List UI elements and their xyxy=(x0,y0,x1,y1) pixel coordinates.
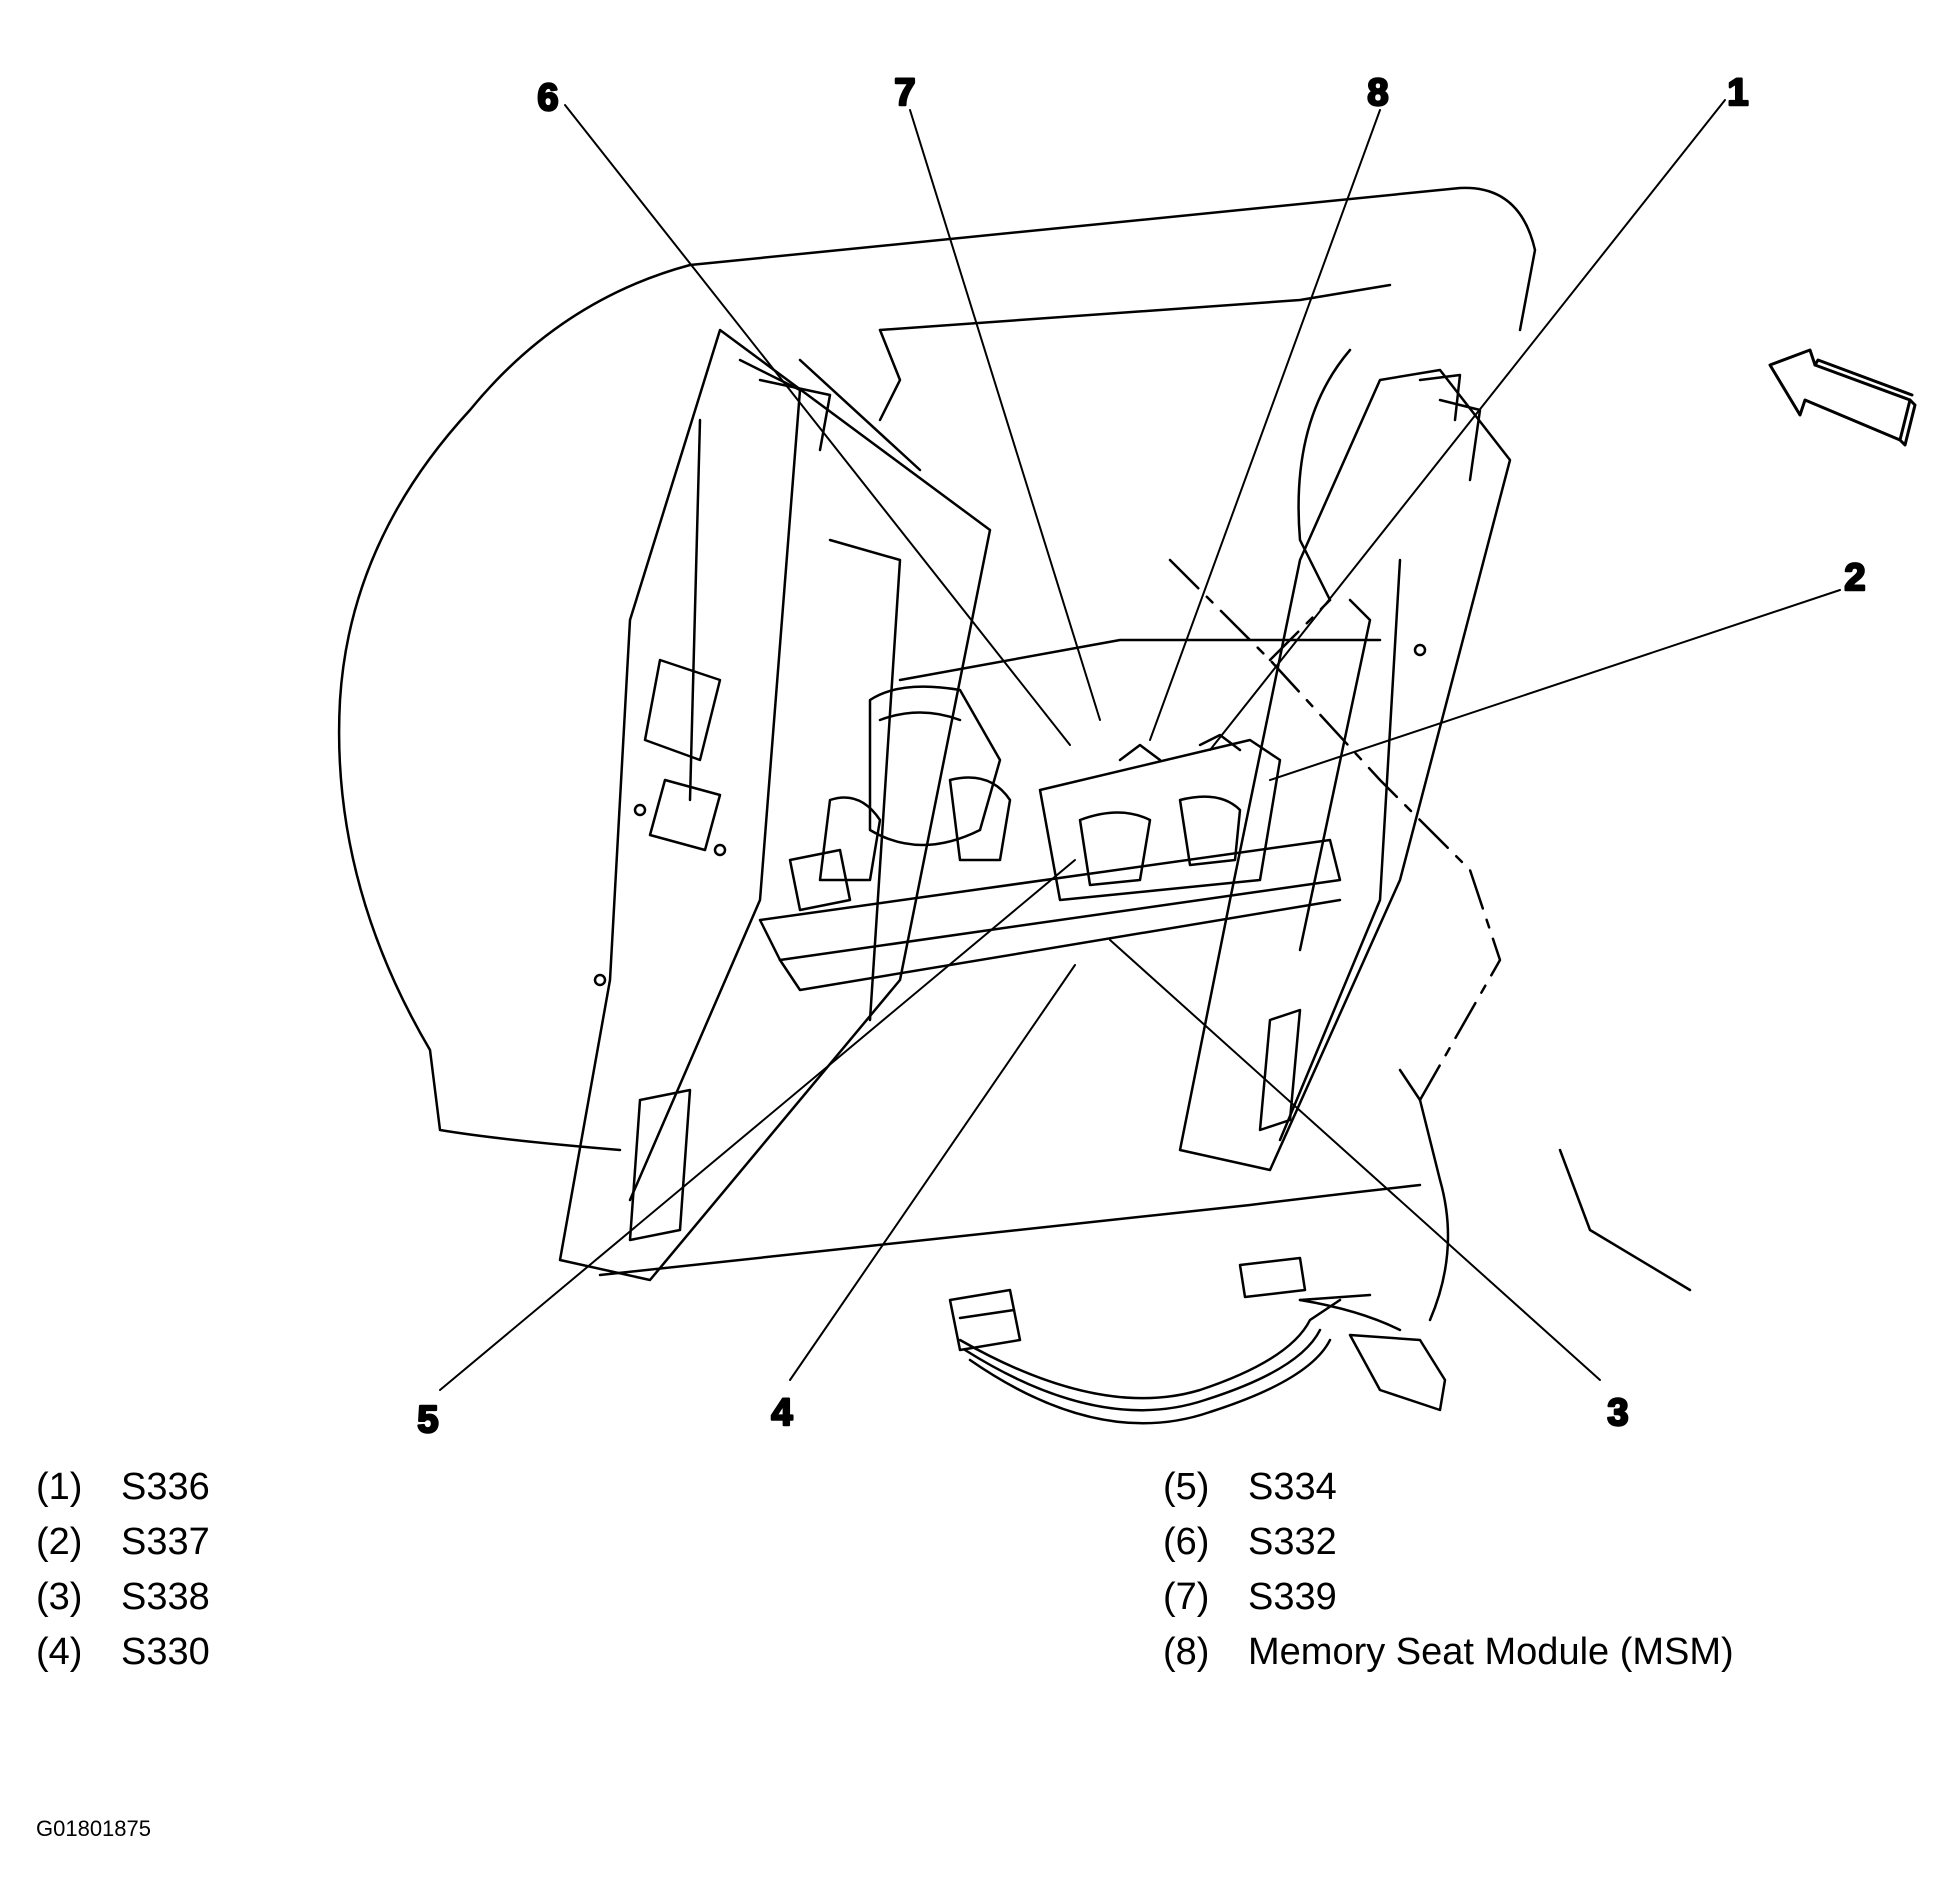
callout-3: 3 xyxy=(1607,1392,1628,1434)
legend-item-label: S330 xyxy=(121,1631,210,1673)
seat-wiring-diagram: 6 7 8 1 2 5 4 3 xyxy=(337,71,1917,1442)
left-seat-track xyxy=(558,328,992,1282)
memory-seat-module xyxy=(758,733,1342,992)
legend-item-number: (4) xyxy=(36,1631,83,1673)
leader-6 xyxy=(564,104,1071,746)
legend-item-number: (6) xyxy=(1163,1521,1210,1563)
callout-2: 2 xyxy=(1844,557,1865,599)
legend-item-label: S332 xyxy=(1248,1521,1337,1563)
connector-bracket xyxy=(1348,1333,1447,1412)
front-direction-arrow-icon xyxy=(1768,348,1917,447)
legend-item: (7) S339 xyxy=(1163,1570,1734,1625)
legend-item-label: S336 xyxy=(121,1466,210,1508)
legend-item-number: (7) xyxy=(1163,1576,1210,1618)
callout-1: 1 xyxy=(1727,72,1748,114)
legend-item-label: S337 xyxy=(121,1521,210,1563)
legend-item: (3) S338 xyxy=(36,1570,210,1625)
callout-7: 7 xyxy=(894,72,915,114)
legend-item-label: S334 xyxy=(1248,1466,1337,1508)
legend-item: (2) S337 xyxy=(36,1515,210,1570)
figure-id: G01801875 xyxy=(36,1816,151,1841)
legend-item: (4) S330 xyxy=(36,1625,210,1680)
callout-8: 8 xyxy=(1367,72,1388,114)
callout-5: 5 xyxy=(417,1399,438,1441)
leader-2 xyxy=(1269,589,1841,781)
leader-4 xyxy=(789,964,1076,1381)
legend-item: (6) S332 xyxy=(1163,1515,1734,1570)
seat-adjuster-motors xyxy=(788,638,1382,912)
legend-item: (1) S336 xyxy=(36,1460,210,1515)
legend-right-column: (5) S334 (6) S332 (7) S339 (8) Memory Se… xyxy=(1163,1460,1734,1680)
legend-item-number: (2) xyxy=(36,1521,83,1563)
legend-item-label: S338 xyxy=(121,1576,210,1618)
callout-leader-lines xyxy=(439,99,1841,1391)
callout-6: 6 xyxy=(537,77,558,119)
legend-item: (5) S334 xyxy=(1163,1460,1734,1515)
legend-left-column: (1) S336 (2) S337 (3) S338 (4) S330 xyxy=(36,1460,210,1680)
legend-item-number: (8) xyxy=(1163,1631,1210,1673)
legend-item: (8) Memory Seat Module (MSM) xyxy=(1163,1625,1734,1680)
leader-1 xyxy=(1209,99,1726,751)
legend-item-label: S339 xyxy=(1248,1576,1337,1618)
legend-item-number: (3) xyxy=(36,1576,83,1618)
leader-5 xyxy=(439,859,1076,1391)
leader-7 xyxy=(909,109,1101,721)
legend-item-label: Memory Seat Module (MSM) xyxy=(1248,1631,1734,1673)
connector-left xyxy=(948,1288,1022,1352)
wiring-harness xyxy=(958,1068,1450,1425)
legend-item-number: (5) xyxy=(1163,1466,1210,1508)
leader-3 xyxy=(1109,939,1601,1381)
callout-4: 4 xyxy=(771,1392,792,1434)
leader-8 xyxy=(1149,109,1381,741)
module-phantom-outline xyxy=(1168,558,1502,1102)
legend-item-number: (1) xyxy=(36,1466,83,1508)
seat-cushion-outline xyxy=(337,186,1692,1302)
right-seat-track xyxy=(1178,368,1512,1172)
connector-right xyxy=(1238,1256,1307,1299)
